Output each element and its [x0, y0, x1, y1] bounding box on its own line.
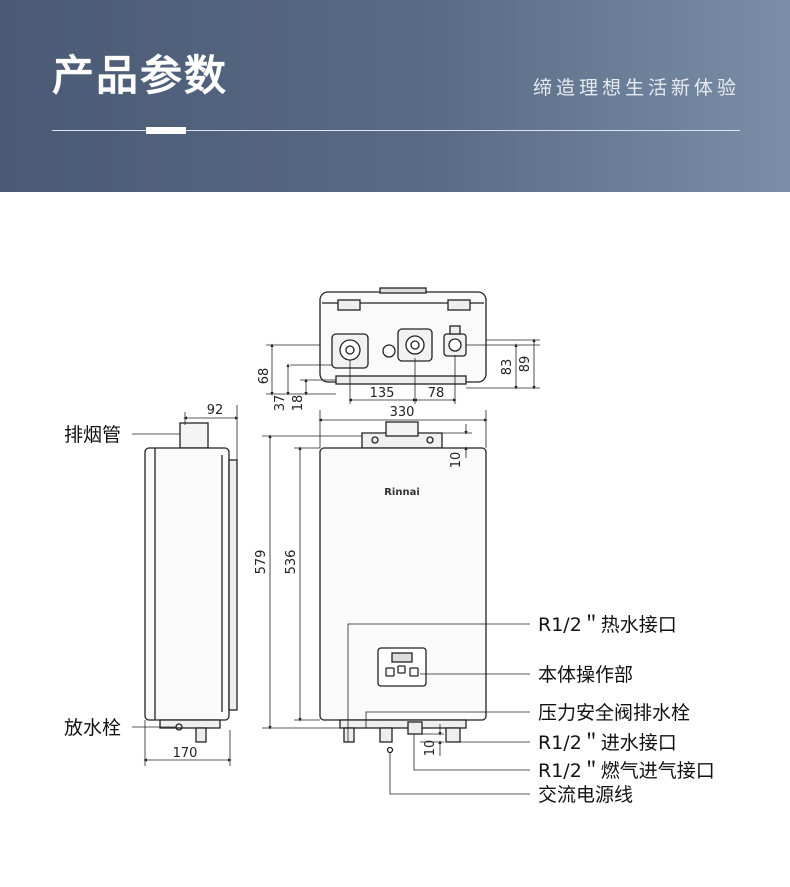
header-banner: 产品参数 缔造理想生活新体验 [0, 0, 790, 192]
dim-78: 78 [428, 386, 445, 401]
dim-579: 579 [254, 550, 269, 575]
dim-170: 170 [173, 746, 198, 761]
callout-relief-valve-drain: 压力安全阀排水栓 [538, 702, 690, 724]
front-view [319, 421, 487, 754]
callout-drain-plug: 放水栓 [64, 717, 121, 739]
front-view-dimensions [262, 410, 488, 756]
callout-gas-inlet: R1/2＂燃气进气接口 [538, 759, 715, 782]
dim-330: 330 [390, 405, 415, 420]
dim-37: 37 [273, 395, 288, 412]
callout-power-cord: 交流电源线 [538, 784, 633, 806]
dim-92: 92 [207, 403, 224, 418]
dim-135: 135 [370, 386, 395, 401]
header-accent-bar [146, 127, 186, 134]
side-view [144, 422, 238, 743]
dim-18: 18 [291, 395, 306, 412]
callout-water-inlet: R1/2＂进水接口 [538, 731, 677, 754]
dim-83: 83 [500, 359, 515, 376]
dim-10-top: 10 [449, 452, 464, 469]
callout-hot-water-outlet: R1/2＂热水接口 [538, 613, 677, 636]
side-view-dimensions [132, 405, 239, 766]
callout-control-panel: 本体操作部 [538, 664, 633, 686]
header-divider [52, 130, 740, 131]
brand-logo-text: Rinnai [384, 487, 420, 498]
dim-536: 536 [284, 550, 299, 575]
dim-68: 68 [257, 368, 272, 385]
dim-89: 89 [518, 356, 533, 373]
callout-flue-pipe: 排烟管 [64, 424, 121, 446]
top-view [319, 287, 487, 385]
callout-leaders [347, 623, 530, 795]
top-view-dimensions [266, 338, 540, 404]
page-title: 产品参数 [52, 51, 229, 100]
page-subtitle: 缔造理想生活新体验 [532, 77, 740, 99]
dim-10-bottom: 10 [423, 740, 438, 757]
